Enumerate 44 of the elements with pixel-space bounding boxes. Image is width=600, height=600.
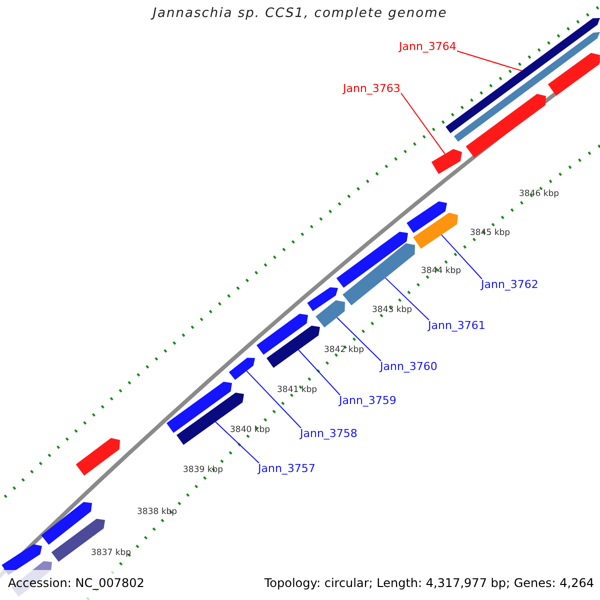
scale-label: 3840 kbp	[230, 425, 270, 435]
gene-label: Jann_3763	[343, 82, 400, 95]
scale-label: 3842 kbp	[324, 345, 364, 355]
leader-line	[400, 92, 446, 154]
genome-summary-text: Topology: circular; Length: 4,317,977 bp; Genes: 4,264	[264, 575, 594, 591]
scale-label: 3846 kbp	[519, 189, 560, 199]
leader-line	[246, 370, 302, 428]
scale-label: 3838 kbp	[137, 507, 178, 517]
scale-label: 3837 kbp	[91, 548, 132, 558]
gene-block	[41, 502, 92, 545]
accession-text: Accession: NC_007802	[8, 575, 144, 591]
title: Jannaschia sp. CCS1, complete genome	[150, 6, 448, 21]
gene-block	[316, 300, 345, 328]
gene-label: Jann_3757	[258, 462, 316, 475]
gene-block	[406, 201, 447, 233]
leader-line	[215, 421, 260, 464]
gene-label: Jann_3761	[428, 319, 486, 332]
gene-label: Jann_3760	[380, 360, 438, 373]
gene-block	[166, 382, 232, 433]
scale-label: 3839 kbp	[183, 465, 224, 475]
scale-label: 3844 kbp	[421, 266, 462, 276]
leader-line	[336, 316, 382, 362]
gene-label: Jann_3759	[339, 394, 396, 407]
gene-block	[307, 287, 338, 312]
gene-label: Jann_3758	[300, 427, 358, 440]
leader-line	[384, 277, 430, 320]
gene-block	[431, 149, 462, 174]
gene-block	[413, 212, 458, 249]
gene-block	[336, 232, 408, 288]
scale-label: 3845 kbp	[470, 228, 510, 238]
gene-label: Jann_3762	[481, 278, 538, 291]
gene-block	[256, 314, 308, 355]
leader-line	[440, 234, 482, 280]
scale-label: 3841 kbp	[277, 385, 318, 395]
leader-line	[298, 349, 340, 396]
leader-line	[456, 50, 522, 72]
gene-block	[76, 438, 120, 476]
gene-block	[266, 326, 320, 368]
gene-block	[342, 243, 415, 306]
scale-label: 3843 kbp	[372, 305, 412, 315]
gene-label: Jann_3764	[399, 40, 456, 53]
gene-block	[228, 358, 255, 380]
gene-block	[466, 94, 546, 158]
gene-block	[548, 52, 600, 96]
